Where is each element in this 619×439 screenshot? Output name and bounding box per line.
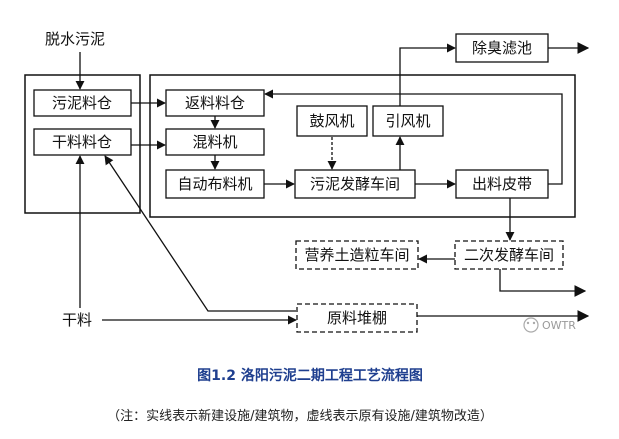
return-bin-box — [165, 89, 265, 117]
arrow-belt-return-loop — [264, 89, 563, 185]
blower-label: 鼓风机 — [309, 112, 354, 130]
dry-material-bin-box — [33, 128, 132, 156]
mixer-label: 混料机 — [192, 133, 237, 151]
induced-fan-label: 引风机 — [385, 112, 430, 130]
mixer-box — [165, 128, 265, 156]
secondary-fermentation-label: 二次发酵车间 — [464, 246, 554, 264]
auto-distributor-label: 自动布料机 — [177, 175, 252, 193]
blower-box — [296, 105, 368, 137]
figure-caption: 图1.2 洛阳污泥二期工程工艺流程图 — [197, 367, 423, 384]
raw-material-shed-label: 原料堆棚 — [327, 309, 387, 327]
arrow-raw-shed-to-dry-bin — [104, 155, 296, 312]
auto-distributor-box — [165, 169, 265, 199]
granulation-workshop-label: 营养土造粒车间 — [304, 246, 409, 264]
raw-material-shed-box — [296, 303, 418, 333]
fermentation-workshop-label: 污泥发酵车间 — [310, 175, 400, 193]
arrow-secondary-out — [499, 269, 587, 297]
left-container — [24, 74, 141, 214]
right-container — [149, 74, 576, 218]
granulation-workshop-box — [295, 240, 419, 270]
figure-note: （注：实线表示新建设施/建筑物，虚线表示原有设施/建筑物改造） — [107, 408, 493, 424]
arrow-induced-fan-to-deodor — [399, 43, 456, 106]
sludge-bin-label: 污泥料仓 — [52, 94, 112, 112]
watermark: OWTR — [523, 317, 576, 333]
return-bin-label: 返料料仓 — [185, 94, 245, 112]
watermark-text: OWTR — [542, 319, 576, 332]
dewatered-sludge-label: 脱水污泥 — [45, 30, 105, 48]
dry-material-label: 干料 — [62, 311, 92, 329]
induced-fan-box — [372, 105, 444, 137]
dry-material-bin-label: 干料料仓 — [52, 133, 112, 151]
secondary-fermentation-box — [454, 240, 564, 270]
deodor-tank-label: 除臭滤池 — [472, 39, 532, 57]
discharge-belt-label: 出料皮带 — [472, 175, 532, 193]
deodor-tank-box — [455, 33, 549, 63]
watermark-icon — [523, 317, 539, 333]
